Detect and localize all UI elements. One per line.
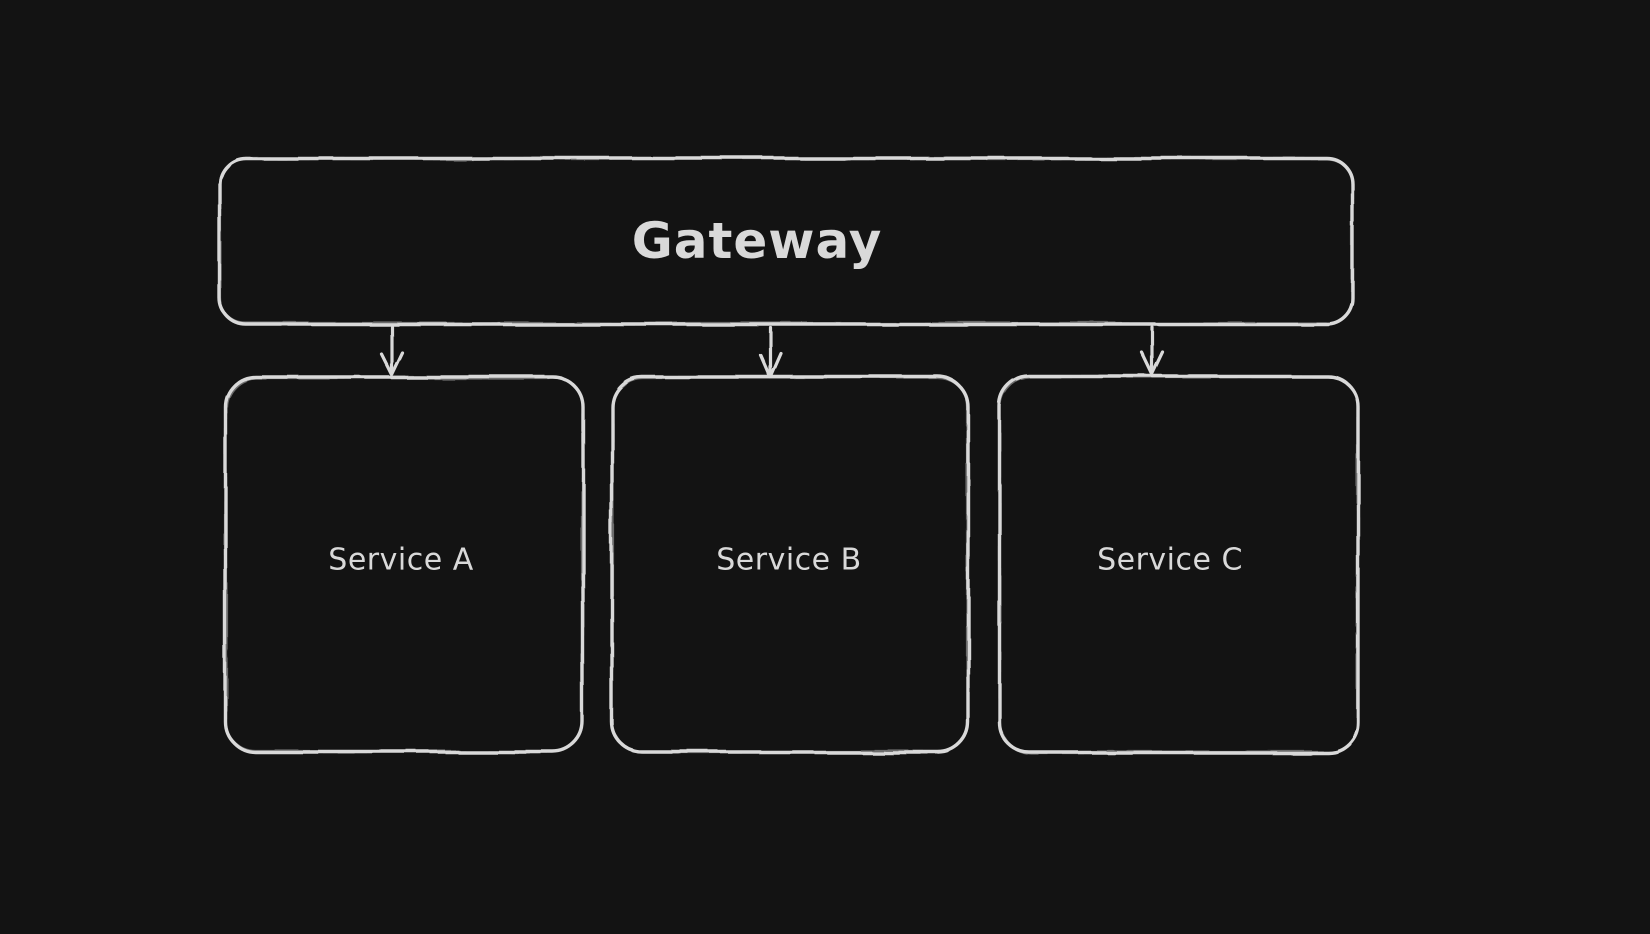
arrow-down-icon (1139, 350, 1165, 376)
node-service-c-label: Service C (1097, 543, 1243, 578)
node-service-b-box-sketch-overstroke (611, 376, 969, 753)
node-service-b[interactable]: Service B (610, 375, 970, 754)
arrow-down-icon (379, 351, 405, 377)
node-service-b-label: Service B (716, 543, 862, 578)
node-gateway-box-sketch-overstroke (218, 157, 1354, 325)
arrow-down-icon (758, 351, 783, 379)
edge-gateway-to-service-b[interactable] (758, 325, 783, 379)
edge-gateway-to-service-c[interactable] (1139, 325, 1165, 376)
node-service-c-box-sketch-overstroke (998, 375, 1359, 754)
node-service-a-label: Service A (328, 543, 473, 578)
node-gateway[interactable]: Gateway (217, 156, 1355, 326)
node-service-a-box-sketch-overstroke (224, 376, 584, 753)
edge-gateway-to-service-a[interactable] (379, 325, 405, 377)
node-service-a[interactable]: Service A (223, 375, 585, 754)
node-gateway-label: Gateway (632, 212, 883, 270)
node-service-c[interactable]: Service C (997, 374, 1360, 755)
